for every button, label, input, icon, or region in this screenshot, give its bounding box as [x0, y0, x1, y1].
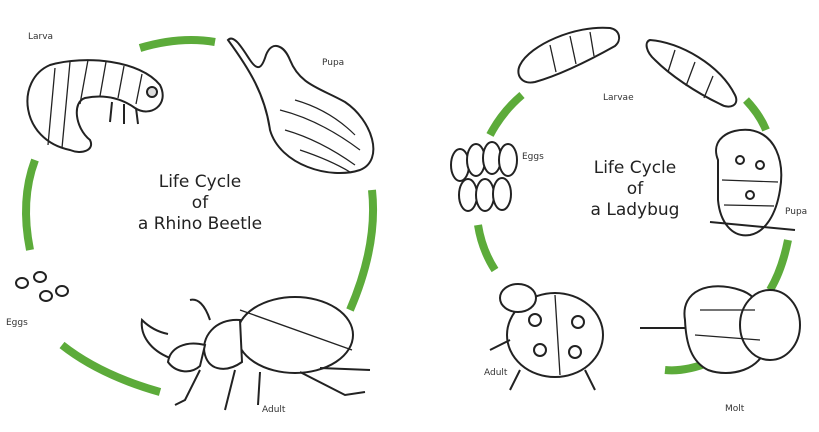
- eggs-cluster-illustration: [451, 142, 517, 211]
- cycle-arrow-eggs-to-larva: [26, 160, 35, 250]
- rhino-title-line-1: Life Cycle: [125, 172, 275, 193]
- eggs-illustration: [16, 272, 68, 301]
- cycle-arrow-eggs-to-larvae: [490, 95, 522, 135]
- rhino-title-line-3: a Rhino Beetle: [125, 214, 275, 235]
- label-molt: Molt: [725, 404, 744, 414]
- pupa-illustration: [228, 39, 373, 173]
- rhino-title: Life Cycle of a Rhino Beetle: [125, 172, 275, 235]
- cycle-arrow-larva-to-pupa: [140, 40, 215, 48]
- ladybug-title-line-3: a Ladybug: [575, 200, 695, 221]
- molt-illustration: [640, 286, 800, 373]
- cycle-arrow-adult-to-eggs: [478, 225, 495, 270]
- rhino-beetle-life-cycle: Life Cycle of a Rhino Beetle Larva Pupa …: [0, 0, 410, 432]
- pupa-illustration: [710, 130, 795, 236]
- larva-illustration: [27, 60, 162, 152]
- cycle-arrow-larvae-to-pupa: [746, 100, 766, 130]
- ladybug-life-cycle: Life Cycle of a Ladybug Larvae Eggs Pupa…: [410, 0, 819, 432]
- label-larva: Larva: [28, 32, 53, 42]
- cycle-arrow-pupa-to-adult: [350, 190, 373, 310]
- ladybug-title: Life Cycle of a Ladybug: [575, 158, 695, 221]
- ladybug-title-line-1: Life Cycle: [575, 158, 695, 179]
- label-adult: Adult: [262, 405, 285, 415]
- adult-beetle-illustration: [142, 297, 370, 410]
- label-adult: Adult: [484, 368, 507, 378]
- ladybug-title-line-2: of: [575, 179, 695, 200]
- label-eggs: Eggs: [522, 152, 544, 162]
- rhino-title-line-2: of: [125, 193, 275, 214]
- cycle-arrow-adult-to-eggs: [62, 345, 160, 392]
- label-pupa: Pupa: [322, 58, 344, 68]
- cycle-arrow-pupa-to-molt: [770, 240, 788, 290]
- label-pupa: Pupa: [785, 207, 807, 217]
- label-larvae: Larvae: [603, 93, 634, 103]
- label-eggs: Eggs: [6, 318, 28, 328]
